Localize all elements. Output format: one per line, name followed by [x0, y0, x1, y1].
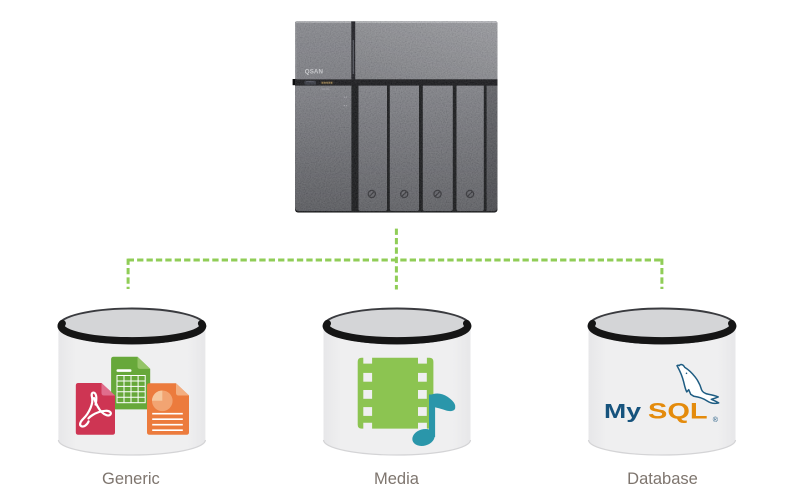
svg-text:Media: Media: [374, 470, 420, 488]
svg-text:Generic: Generic: [102, 470, 160, 488]
svg-text:My: My: [604, 400, 642, 423]
svg-text:®: ®: [713, 416, 719, 424]
svg-text:SQL: SQL: [648, 399, 708, 423]
svg-text:Database: Database: [627, 470, 698, 488]
